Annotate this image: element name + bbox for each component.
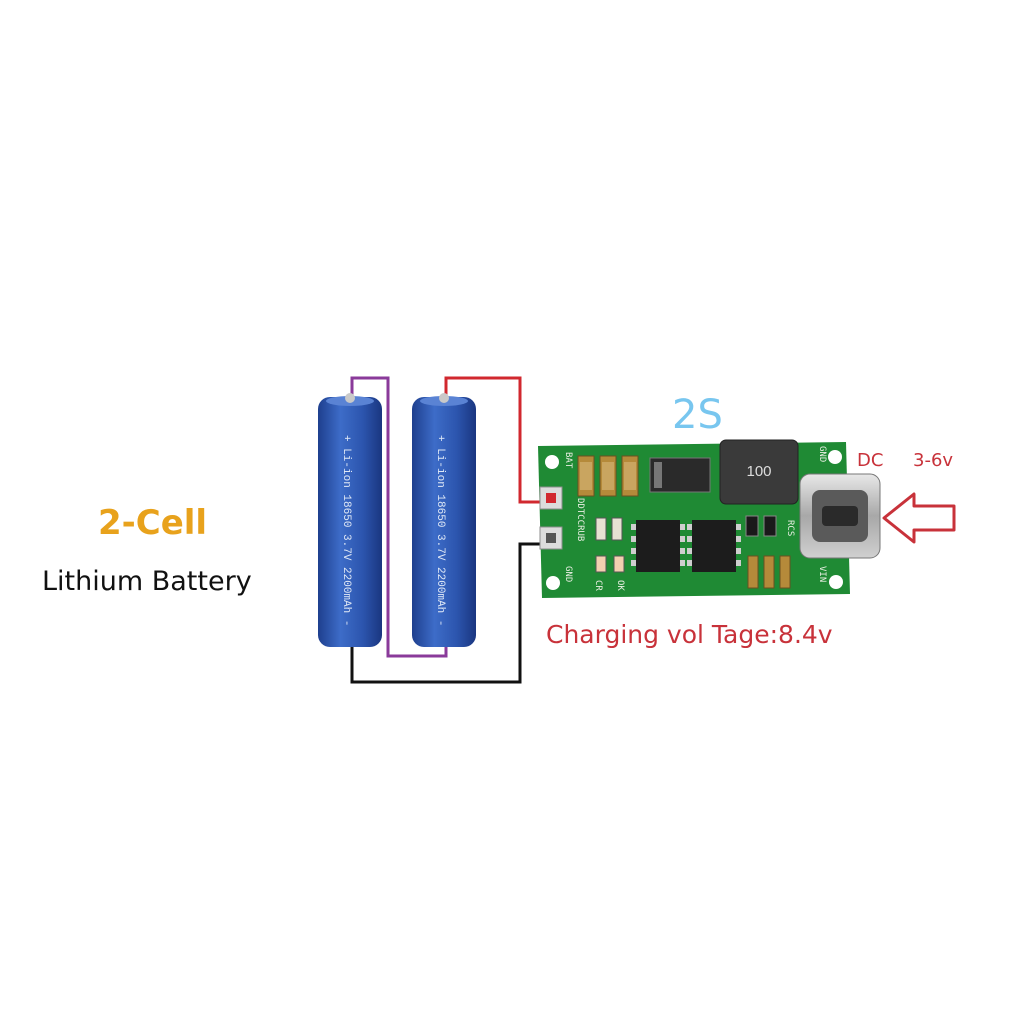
inductor-marking: 100 — [746, 463, 771, 480]
silk-cr: CR — [593, 580, 603, 591]
charging-voltage-label: Charging vol Tage:8.4v — [546, 620, 833, 649]
charger-board: 100 — [538, 439, 881, 598]
usb-c-port-icon — [799, 473, 881, 559]
silk-brand: DDTCCRUB — [575, 498, 585, 541]
battery-1-print: + Li-ion 18650 3.7V 2200mAh - — [340, 435, 352, 626]
silk-vin: VIN — [817, 566, 827, 582]
mount-hole — [829, 575, 843, 589]
silk-rcs: RCS — [785, 520, 795, 536]
negative-wire — [350, 542, 548, 684]
ic-chip-1 — [631, 520, 685, 572]
silk-ok: OK — [615, 580, 625, 591]
series-wire — [350, 376, 448, 658]
cells-subtitle: Lithium Battery — [42, 566, 252, 597]
battery-2-print: + Li-ion 18650 3.7V 2200mAh - — [434, 435, 446, 626]
cells-title: 2-Cell — [98, 503, 208, 543]
silk-bat: BAT — [563, 452, 573, 469]
battery-cell-2: + Li-ion 18650 3.7V 2200mAh - — [412, 393, 476, 647]
mount-hole — [545, 455, 559, 469]
ic-chip-2 — [687, 520, 741, 572]
series-config-label: 2S — [672, 392, 723, 438]
left-arrow-icon — [882, 492, 956, 544]
silk-gnd-left: GND — [563, 566, 573, 582]
battery-cell-1: + Li-ion 18650 3.7V 2200mAh - — [318, 393, 382, 647]
positive-wire — [444, 376, 548, 504]
input-label: DC — [857, 450, 884, 471]
input-range-label: 3-6v — [913, 450, 954, 471]
silk-gnd-right: GND — [817, 446, 827, 462]
mount-hole — [828, 450, 842, 464]
mount-hole — [546, 576, 560, 590]
